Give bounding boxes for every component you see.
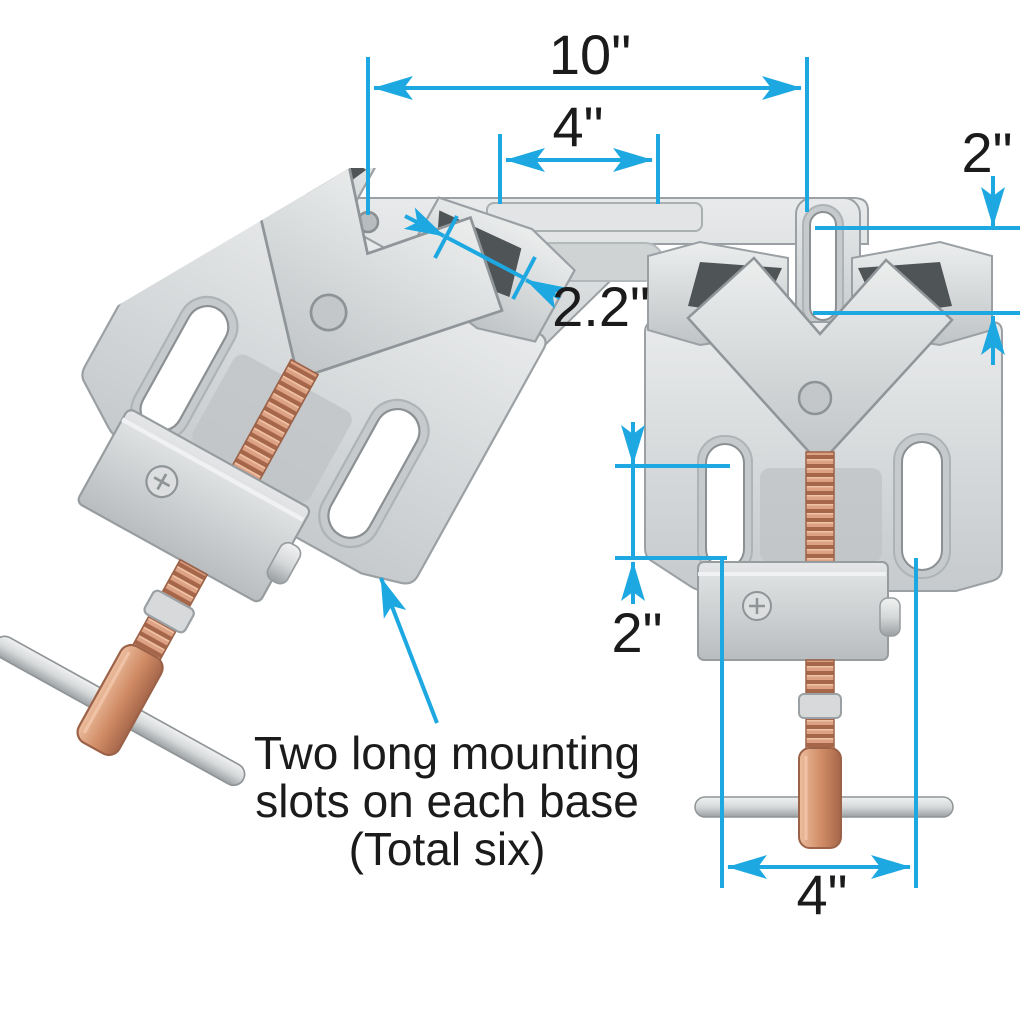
dim-label-4in-top: 4": [552, 95, 603, 158]
callout-line-2: slots on each base: [255, 775, 639, 827]
tick-mark: [433, 215, 459, 259]
dim-corner-throat: 2.2": [403, 207, 650, 338]
callout-arrow: [379, 577, 439, 724]
dim-label-2in-right: 2": [961, 121, 1012, 184]
dimension-line: [445, 235, 525, 280]
dim-top-rib: 4": [498, 95, 660, 204]
dim-label-10in: 10": [549, 23, 631, 86]
dimension-arrow: [525, 278, 567, 309]
dimension-annotations: 10" 4" 2" 2.2": [366, 23, 1020, 926]
dim-tab-slot: 2": [813, 121, 1020, 365]
callout-line-1: Two long mounting: [254, 727, 640, 779]
dim-base-width: 4": [720, 558, 918, 926]
dim-overall-width: 10": [366, 23, 809, 215]
tab-slot: [809, 211, 837, 321]
dim-base-slot: 2": [611, 422, 730, 664]
callout-line-3: (Total six): [349, 823, 546, 875]
dim-label-2-2in: 2.2": [552, 275, 650, 338]
right-clamp-unit: [643, 240, 1004, 850]
tick-mark: [511, 256, 537, 300]
dim-label-4in-bottom: 4": [796, 863, 847, 926]
dimension-arrow: [403, 207, 445, 238]
callout-text: Two long mounting slots on each base (To…: [254, 727, 640, 875]
dim-label-2in-mid: 2": [611, 601, 662, 664]
